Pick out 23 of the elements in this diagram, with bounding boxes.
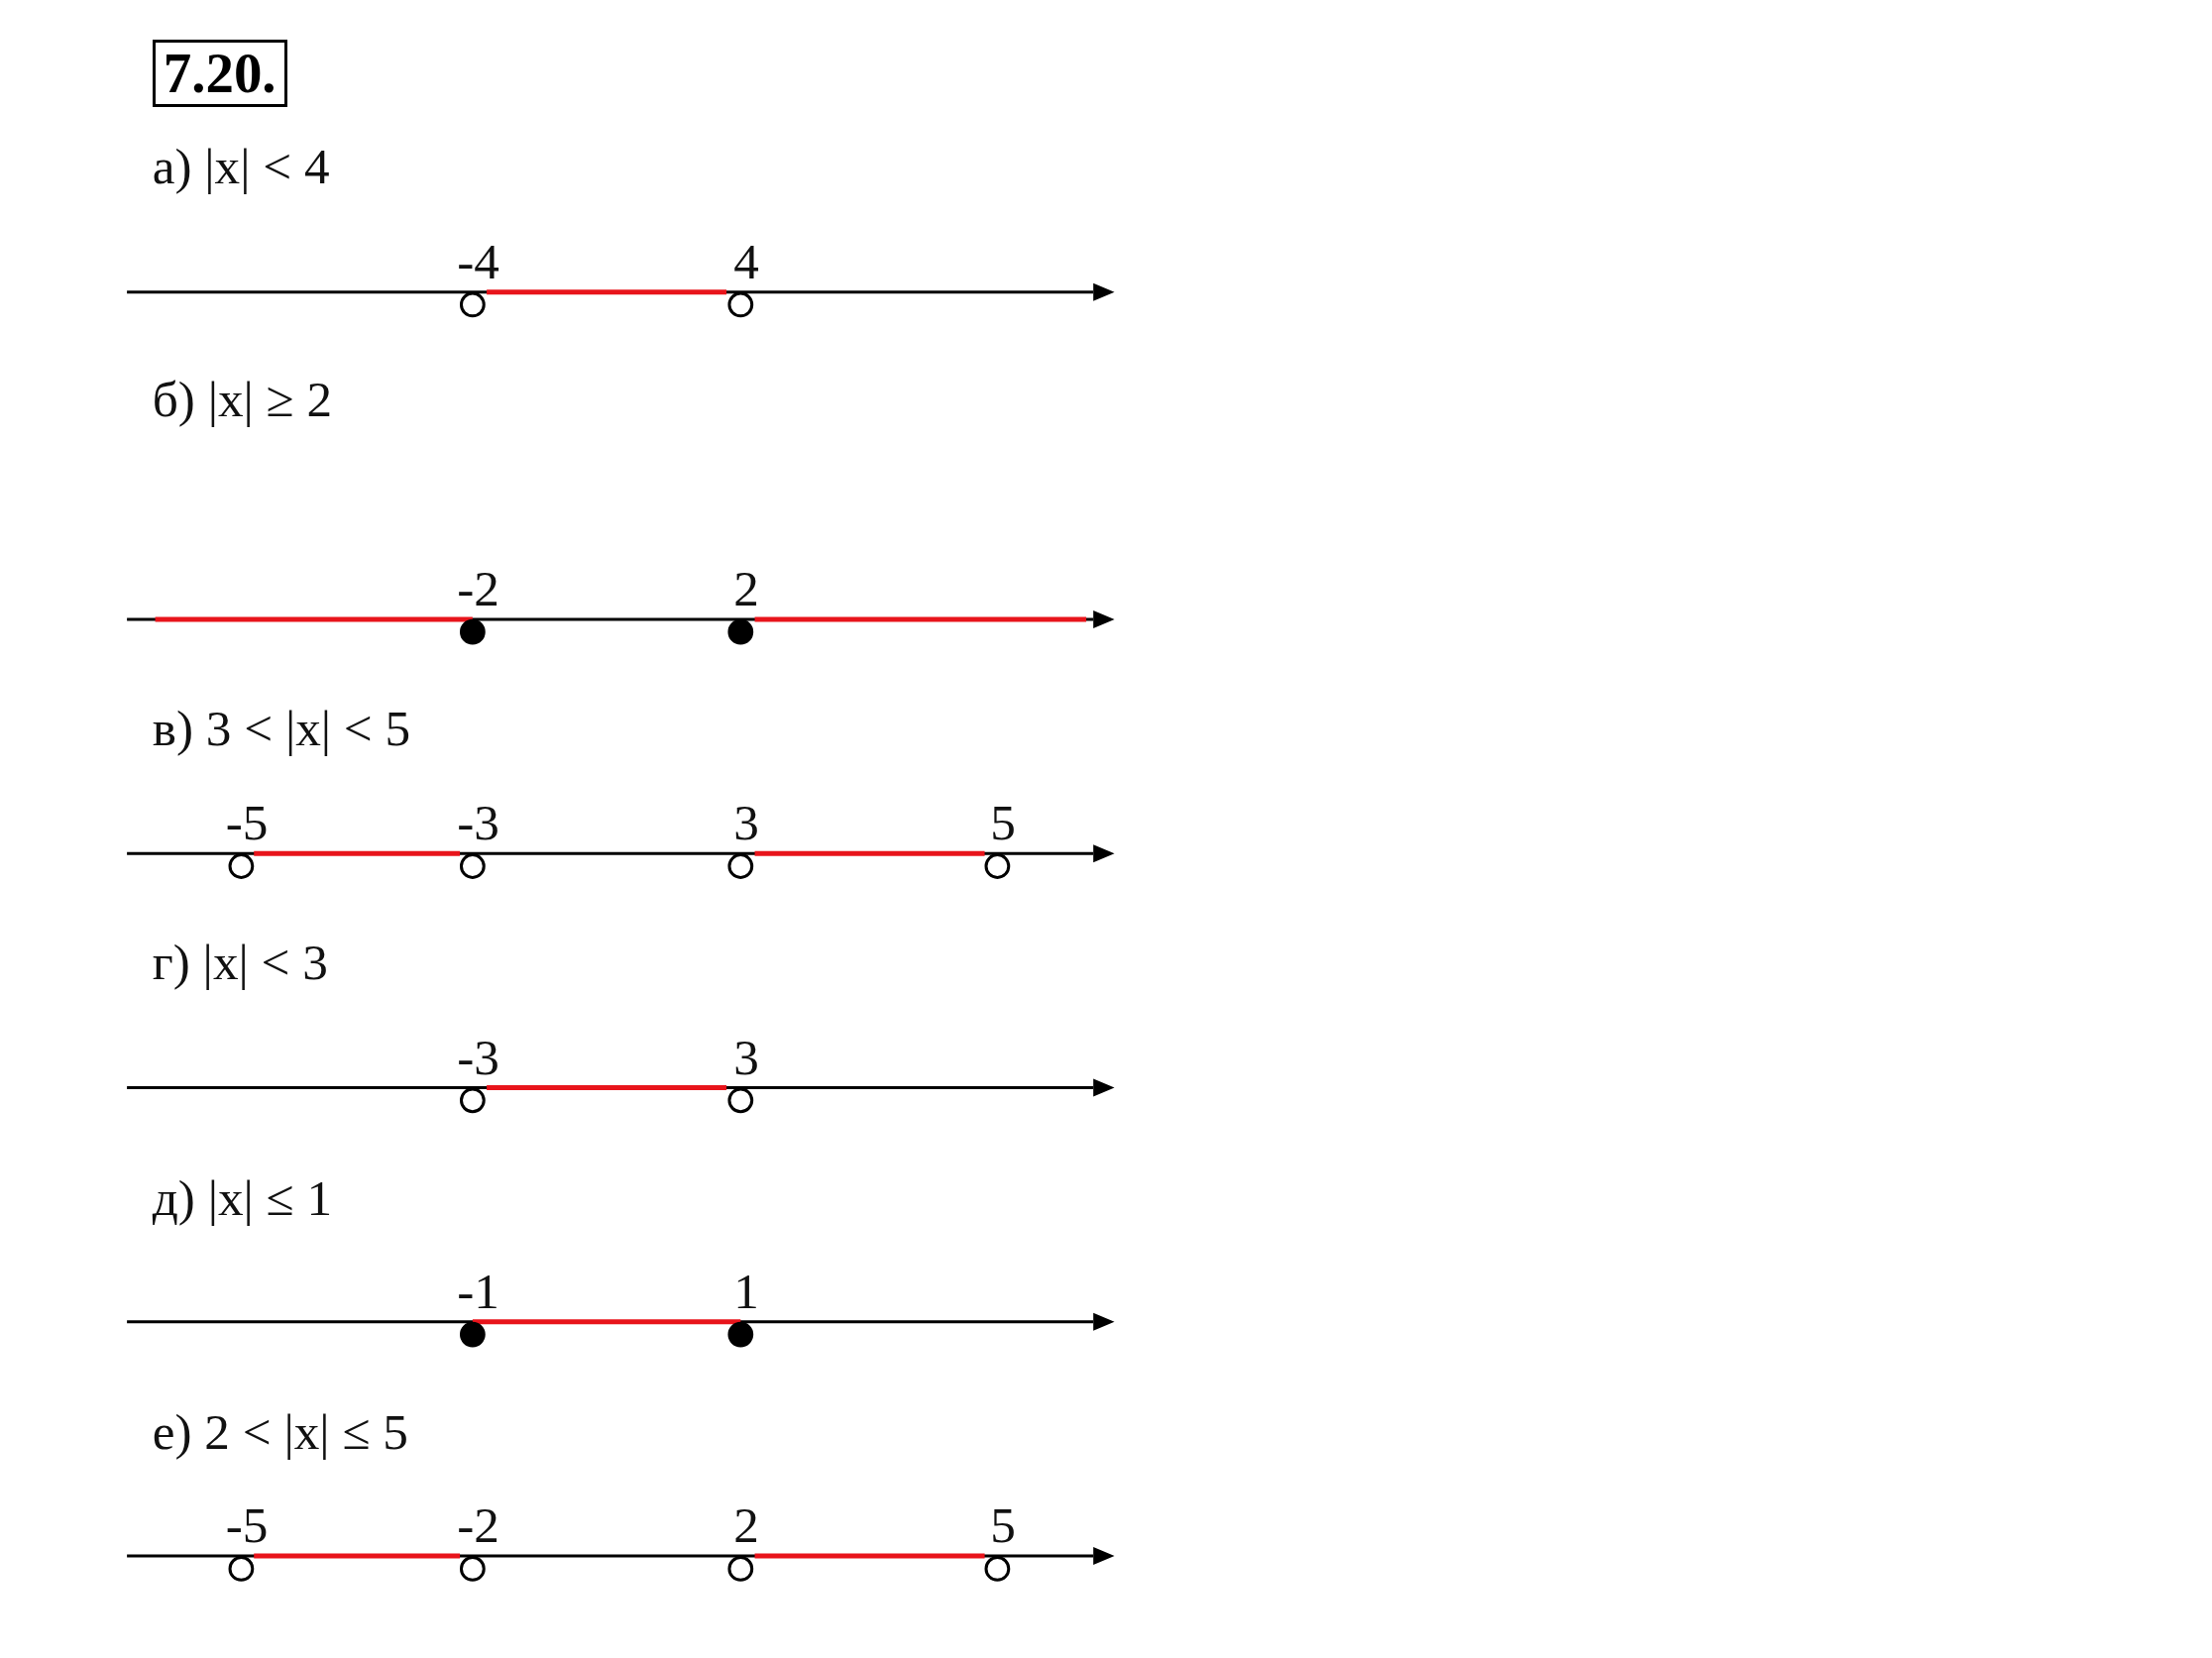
tick-label: -5 xyxy=(225,797,269,848)
tick-label: 1 xyxy=(733,1265,759,1317)
inequality-text: е) 2 < |x| ≤ 5 xyxy=(152,1406,408,1458)
tick-label: -4 xyxy=(457,235,499,286)
inequality-text: в) 3 < |x| < 5 xyxy=(152,702,411,754)
tick-label: -3 xyxy=(457,797,499,848)
inequality-text: а) |x| < 4 xyxy=(152,141,330,192)
tick-label: 5 xyxy=(990,797,1016,848)
tick-label: -2 xyxy=(457,562,499,614)
tick-label: -5 xyxy=(225,1499,269,1551)
exercise-number: 7.20. xyxy=(152,39,287,108)
tick-label: 5 xyxy=(990,1499,1016,1551)
inequality-text: б) |x| ≥ 2 xyxy=(152,374,333,425)
tick-label: -1 xyxy=(457,1265,499,1317)
tick-label: 2 xyxy=(733,562,759,614)
inequality-text: г) |x| < 3 xyxy=(152,937,328,988)
tick-label: 3 xyxy=(733,1031,759,1082)
tick-label: 2 xyxy=(733,1499,759,1551)
tick-label: 3 xyxy=(733,797,759,848)
tick-label: -3 xyxy=(457,1031,499,1082)
tick-label: 4 xyxy=(733,235,759,286)
tick-label: -2 xyxy=(457,1499,499,1551)
inequality-text: д) |x| ≤ 1 xyxy=(152,1171,333,1224)
